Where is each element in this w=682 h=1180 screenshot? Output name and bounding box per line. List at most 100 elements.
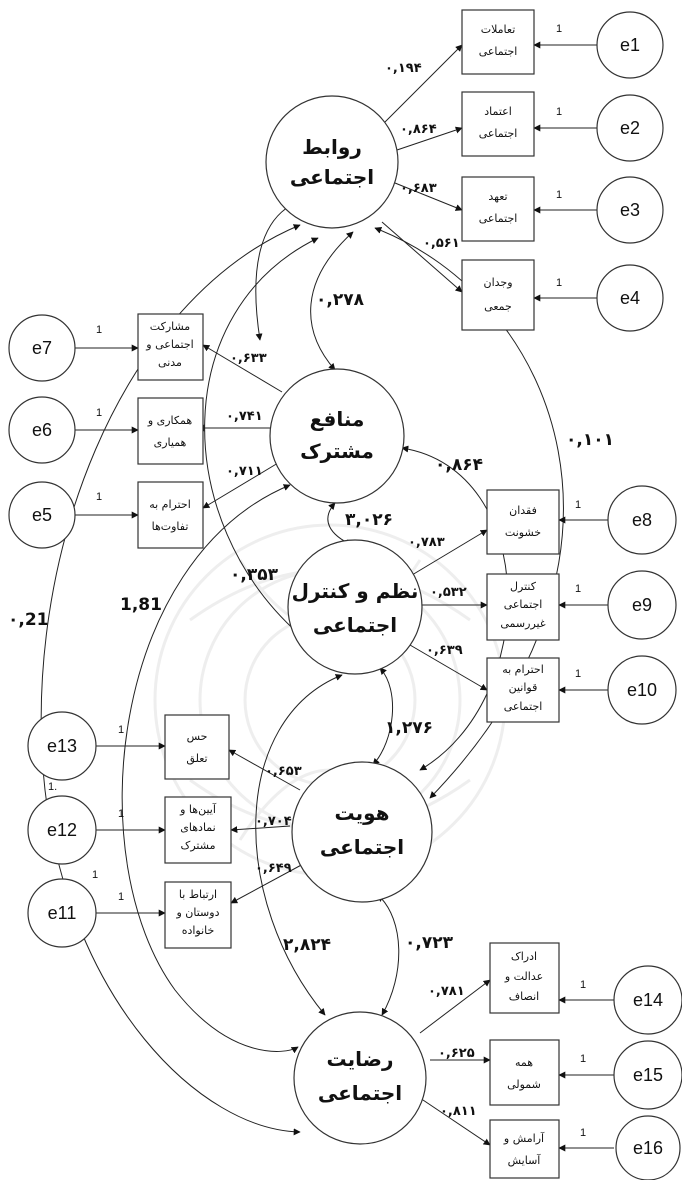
- indicator-i12-line1: آیین‌ها و: [179, 802, 217, 816]
- indicator-i4-line2: جمعی: [484, 300, 512, 313]
- indicators-right: تعاملات اجتماعی اعتماد اجتماعی تعهد اجتم…: [461, 9, 560, 1179]
- error-e1: e1: [596, 11, 664, 79]
- indicator-i6: همکاری و همیاری: [137, 397, 204, 465]
- loading-l14: ۰,۷۸۱: [428, 984, 465, 999]
- latent-rawabet: روابط اجتماعی: [265, 95, 399, 229]
- indicators-left: مشارکت اجتماعی و مدنی همکاری و همیاری اح…: [137, 313, 232, 949]
- cov-manafe-nazm: ۳,۰۲۶: [345, 510, 393, 530]
- indicator-i6-line1: همکاری و: [147, 414, 193, 427]
- indicator-i2: اعتماد اجتماعی: [461, 91, 535, 157]
- weight-e4: 1: [556, 277, 562, 289]
- cov-rawabet-hoviat: ۰,۱۰۱: [566, 430, 614, 450]
- indicator-i9-line3: غیررسمی: [500, 617, 545, 630]
- weight-e3: 1: [556, 189, 562, 201]
- indicator-i15-line2: شمولی: [507, 1078, 541, 1091]
- latent-nazm-line1: نظم و کنترل: [292, 579, 419, 603]
- cov-hoviat-rezayat: ۰,۷۲۳: [405, 933, 454, 953]
- cov-manafe-hoviat: ۰,۸۶۴: [435, 455, 483, 475]
- error-e7: e7: [8, 314, 76, 382]
- indicator-i1: تعاملات اجتماعی: [461, 9, 535, 75]
- loading-l4: ۰,۵۶۱: [423, 236, 460, 251]
- error-e15: e15: [613, 1040, 682, 1110]
- error-weights: 1 1 1 1 1 1 1 1 1 1 1 1 1 1 1 1 1. 1: [48, 23, 586, 1139]
- error-e10-label: e10: [627, 680, 657, 700]
- error-e13-label: e13: [47, 736, 77, 756]
- error-e14: e14: [613, 965, 682, 1035]
- error-e15-label: e15: [633, 1065, 663, 1085]
- indicator-i10-line1: احترام به: [502, 663, 544, 676]
- loading-l11: ۰,۶۴۹: [255, 861, 292, 876]
- indicator-i7-line1: مشارکت: [150, 320, 191, 333]
- cov-manafe-rezayat: 1,81: [120, 595, 162, 615]
- indicator-i14-line2: عدالت و: [504, 970, 543, 983]
- indicator-i5: احترام به تفاوت‌ها: [137, 481, 204, 549]
- error-e7-label: e7: [32, 338, 52, 358]
- error-e11-label: e11: [48, 903, 77, 923]
- indicator-i6-line2: همیاری: [154, 436, 187, 449]
- error-e11: e11: [27, 878, 97, 948]
- weight-e6: 1: [96, 407, 102, 419]
- indicator-i16: آرامش و آسایش: [489, 1119, 560, 1179]
- indicator-i11-line2: دوستان و: [176, 906, 220, 919]
- weight-e13: 1: [118, 724, 124, 736]
- latent-nazm-line2: اجتماعی: [313, 613, 397, 637]
- indicator-i8-line2: خشونت: [505, 526, 541, 539]
- weight-e12: 1: [118, 808, 124, 820]
- indicator-i3-line1: تعهد: [488, 190, 507, 203]
- cov-nazm-hoviat: ۱,۲۷۶: [385, 718, 433, 738]
- weight-e8: 1: [575, 499, 581, 511]
- error-e14-label: e14: [633, 990, 663, 1010]
- latent-hoviat: هویت اجتماعی: [291, 761, 433, 903]
- loading-l3: ۰,۶۸۳: [400, 181, 437, 196]
- cov-nazm-rezayat: ۲,۸۲۴: [283, 935, 331, 955]
- indicator-i2-line1: اعتماد: [484, 105, 512, 118]
- indicator-i4-line1: وجدان: [483, 276, 512, 289]
- latent-nazm: نظم و کنترل اجتماعی: [287, 539, 423, 675]
- indicator-i14-line1: ادراک: [511, 950, 537, 963]
- error-e9: e9: [607, 570, 677, 640]
- weight-extra-a: 1.: [48, 781, 57, 793]
- indicator-i11-line3: خانواده: [182, 924, 215, 937]
- indicator-i3-line2: اجتماعی: [479, 212, 518, 225]
- latent-rezayat-line2: اجتماعی: [318, 1081, 402, 1105]
- indicator-i12: آیین‌ها و نمادهای مشترک: [164, 796, 232, 864]
- latent-rawabet-line2: اجتماعی: [290, 165, 374, 189]
- weight-e14: 1: [580, 979, 586, 991]
- indicator-i12-line3: مشترک: [181, 839, 216, 852]
- indicator-i4: وجدان جمعی: [461, 259, 535, 331]
- error-e12: e12: [27, 795, 97, 865]
- indicator-i7-line2: اجتماعی و: [145, 338, 193, 351]
- weight-e16: 1: [580, 1127, 586, 1139]
- indicator-i11-line1: ارتباط با: [179, 888, 217, 901]
- indicator-i9: کنترل اجتماعی غیررسمی: [486, 573, 560, 641]
- indicator-i13: حس تعلق: [164, 714, 230, 780]
- indicator-i13-line1: حس: [187, 730, 208, 743]
- covariance-labels: ۰,۲۷۸ ۰,۱۰۱ ۳,۰۲۶ ۰,۸۶۴ ۰,۳۵۳ 1,81 ۰,21 …: [8, 290, 614, 955]
- cov-rawabet-manafe: ۰,۲۷۸: [316, 290, 365, 310]
- cov-rawabet-nazm: ۰,۳۵۳: [230, 565, 279, 585]
- indicator-i5-line2: تفاوت‌ها: [152, 520, 189, 533]
- error-e6-label: e6: [32, 420, 52, 440]
- error-e1-label: e1: [620, 35, 640, 55]
- error-e16-label: e16: [633, 1138, 663, 1158]
- loading-l9: ۰,۵۳۲: [430, 585, 467, 600]
- error-terms: e1 e2 e3 e4 e7 e6 e5 e8 e9 e10 e13 e12 e…: [8, 11, 682, 1180]
- indicator-i15: همه شمولی: [489, 1039, 560, 1106]
- indicator-i10: احترام به قوانین اجتماعی: [486, 657, 560, 723]
- error-e9-label: e9: [632, 595, 652, 615]
- indicator-i2-line2: اجتماعی: [479, 127, 518, 140]
- covariance-paths: [40, 195, 564, 1136]
- error-arrows: [74, 41, 614, 1152]
- loading-l6: ۰,۷۴۱: [226, 409, 263, 424]
- error-e4: e4: [596, 264, 664, 332]
- latent-hoviat-line2: اجتماعی: [320, 835, 404, 859]
- indicator-i10-line3: اجتماعی: [504, 700, 543, 713]
- error-e16: e16: [615, 1115, 681, 1180]
- latent-manafe: منافع مشترک: [269, 368, 405, 504]
- weight-e15: 1: [580, 1053, 586, 1065]
- loading-arrows: [197, 44, 491, 1146]
- loading-l1: ۰,۱۹۴: [385, 61, 422, 76]
- indicator-i8-line1: فقدان: [509, 504, 537, 517]
- indicator-i8: فقدان خشونت: [486, 489, 560, 555]
